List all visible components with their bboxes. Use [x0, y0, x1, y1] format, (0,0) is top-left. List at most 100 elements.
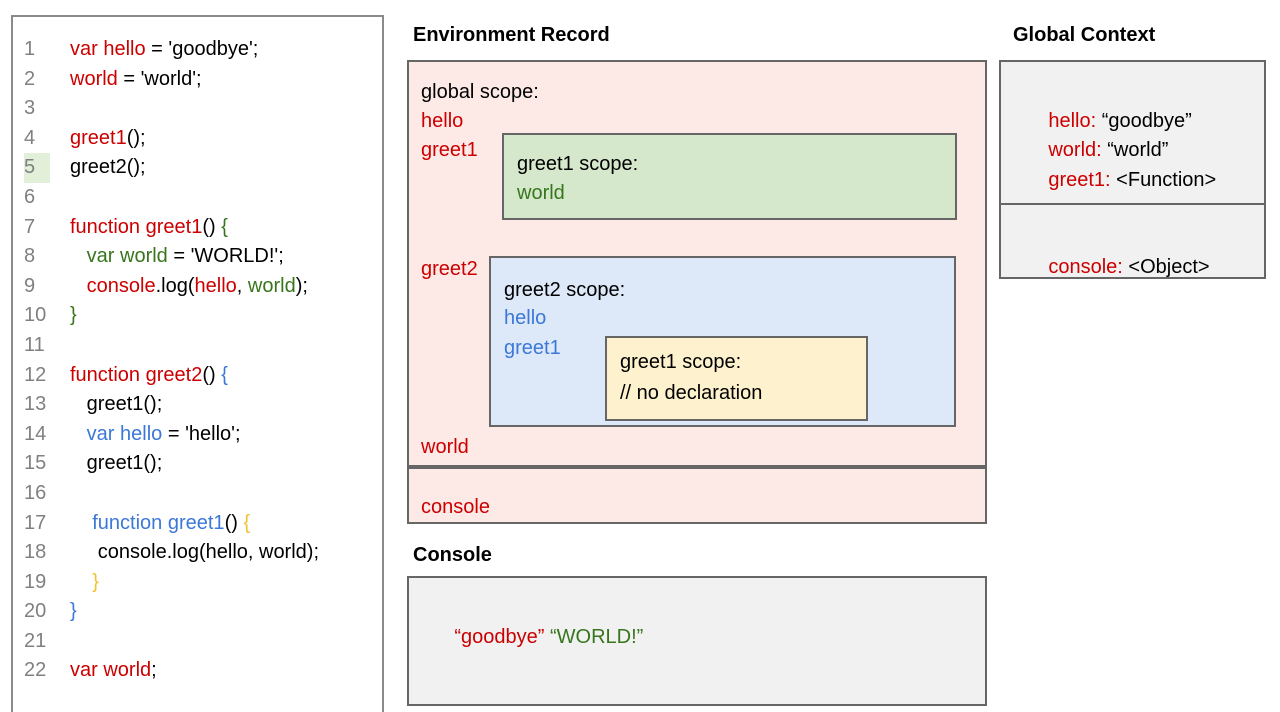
line-number: 22: [24, 659, 47, 682]
code-text: greet1();: [70, 124, 146, 154]
code-line: 15 greet1();: [13, 449, 382, 479]
code-text: var world;: [70, 656, 157, 686]
global-context-greet1-name: greet1:: [1048, 169, 1111, 191]
code-text: }: [70, 301, 77, 331]
global-context-hello-value: “goodbye”: [1096, 110, 1192, 132]
line-number: 16: [24, 481, 47, 504]
code-segment: console.log(hello, world);: [70, 541, 320, 564]
line-number: 12: [24, 363, 47, 386]
code-segment: var world: [70, 659, 152, 682]
code-segment: {: [243, 511, 251, 534]
global-context-variables-box: hello: “goodbye” world: “world” greet1: …: [999, 60, 1266, 205]
greet1-scope-title: greet1 scope:: [517, 153, 639, 175]
code-segment: function greet2: [70, 363, 203, 386]
global-scope-title: global scope:: [421, 81, 539, 103]
code-segment: var hello: [70, 38, 146, 60]
code-text: greet1();: [70, 390, 163, 420]
line-number: 2: [24, 67, 36, 90]
greet1-scope-var-world: world: [517, 182, 565, 204]
code-text: var hello = 'hello';: [70, 420, 241, 450]
code-text: function greet1() {: [70, 213, 228, 243]
code-segment: [70, 275, 87, 297]
code-line: 3: [13, 94, 382, 124]
code-segment: world: [70, 67, 118, 90]
global-context-hello-name: hello:: [1048, 110, 1097, 132]
code-line: 13 greet1();: [13, 390, 382, 420]
global-context-console-box: console: <Object>: [999, 203, 1266, 279]
console-output-world: “WORLD!”: [549, 626, 644, 648]
line-number: 9: [24, 274, 36, 297]
inner-greet1-scope-title: greet1 scope:: [620, 351, 742, 373]
code-line: 4 greet1();: [13, 124, 382, 154]
code-segment: );: [295, 274, 308, 297]
code-line: 18 console.log(hello, world);: [13, 538, 382, 568]
greet2-scope-var-hello: hello: [504, 307, 547, 329]
code-segment: world: [247, 274, 296, 297]
code-line: 1 var hello = 'goodbye';: [13, 35, 382, 65]
line-number: 3: [24, 97, 36, 120]
line-number: 20: [24, 600, 47, 623]
global-context-row-greet1: greet1: <Function>: [1015, 135, 1216, 225]
code-segment: [70, 423, 87, 445]
line-number: 15: [24, 452, 47, 475]
line-number: 6: [24, 185, 36, 208]
code-text: }: [70, 568, 99, 598]
code-line: 22 var world;: [13, 656, 382, 686]
code-segment: (): [202, 215, 222, 238]
global-scope-var-hello: hello: [421, 110, 464, 132]
line-number: 18: [24, 541, 47, 564]
code-text: var hello = 'goodbye';: [70, 35, 258, 65]
line-number: 4: [24, 126, 36, 149]
global-context-row-console: console: <Object>: [1015, 222, 1209, 312]
code-line: 7 function greet1() {: [13, 213, 382, 243]
line-number: 17: [24, 511, 47, 534]
code-line: 20}: [13, 597, 382, 627]
line-number: 14: [24, 422, 47, 445]
line-number: 10: [24, 304, 47, 327]
line-number: 8: [24, 245, 36, 268]
console-output-box: “goodbye” “WORLD!”: [407, 576, 987, 706]
code-line: 19 }: [13, 568, 382, 598]
global-context-console-name: console:: [1048, 256, 1123, 278]
code-segment: greet1();: [70, 393, 163, 416]
global-scope-box: global scope: hello greet1 greet2 world …: [407, 60, 987, 467]
code-segment: = 'WORLD!';: [167, 245, 284, 268]
code-segment: }: [92, 570, 99, 593]
code-segment: greet2();: [70, 156, 146, 179]
line-number: 11: [24, 333, 45, 356]
code-segment: var world: [86, 245, 168, 268]
code-text: function greet1() {: [70, 509, 250, 539]
code-line: 14 var hello = 'hello';: [13, 420, 382, 450]
code-line: 10}: [13, 301, 382, 331]
line-number: 13: [24, 393, 47, 416]
greet2-scope-var-greet1: greet1: [504, 337, 561, 359]
global-scope-var-greet2: greet2: [421, 258, 478, 280]
inner-greet1-scope-comment: // no declaration: [620, 382, 763, 404]
code-segment: greet1: [70, 126, 127, 149]
global-context-greet1-value: <Function>: [1110, 169, 1217, 191]
global-context-row-world: world: “world”: [1015, 105, 1168, 195]
global-scope-console-row: console: [407, 467, 987, 524]
line-number: 7: [24, 215, 36, 238]
code-line: 16: [13, 479, 382, 509]
code-segment: [70, 512, 92, 534]
code-segment: (): [202, 363, 222, 386]
code-line: 21: [13, 627, 382, 657]
code-segment: function greet1: [70, 215, 203, 238]
code-line: 6: [13, 183, 382, 213]
code-segment: = 'hello';: [162, 422, 241, 445]
line-number: 21: [24, 629, 47, 652]
line-number: 1: [24, 38, 36, 60]
global-context-heading: Global Context: [1013, 24, 1156, 46]
global-scope-var-console: console: [421, 496, 490, 518]
code-segment: }: [70, 600, 77, 623]
global-context-row-hello: hello: “goodbye”: [1015, 76, 1192, 166]
greet2-scope-box: greet2 scope: hello greet1 greet1 scope:…: [489, 256, 956, 427]
console-heading: Console: [413, 544, 492, 566]
